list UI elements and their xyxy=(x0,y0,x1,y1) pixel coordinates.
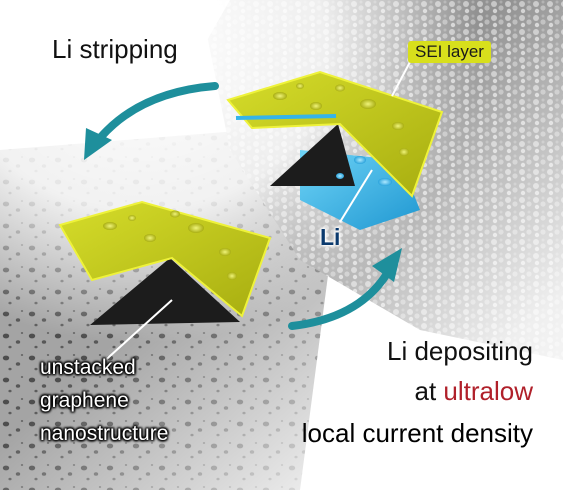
leader-line-li xyxy=(339,169,373,223)
lithiated-graphene-structure xyxy=(226,61,444,230)
sei-layer-upper xyxy=(226,70,444,198)
unstacked-label: unstacked xyxy=(40,356,136,379)
graphene-sheet-upper xyxy=(270,124,355,186)
li-label: Li xyxy=(320,224,341,250)
graphene-label: graphene xyxy=(40,389,129,412)
at-ultralow-label: at ultralow xyxy=(414,376,533,407)
stripping-arrow xyxy=(84,82,219,160)
ultralow-text: ultralow xyxy=(443,376,533,406)
local-current-density-label: local current density xyxy=(301,418,533,448)
sei-layer-label: SEI layer xyxy=(408,41,491,63)
li-depositing-label: Li depositing xyxy=(387,336,533,367)
nanostructure-label: nanostructure xyxy=(40,422,169,445)
li-stripping-label: Li stripping xyxy=(52,34,178,64)
leader-line-graphene xyxy=(99,299,173,366)
leader-line-sei xyxy=(391,61,411,97)
li-depositing-text: Li depositing xyxy=(387,336,533,366)
at-text: at xyxy=(414,376,437,406)
sei-layer-lower xyxy=(58,200,272,318)
bare-graphene-structure xyxy=(58,200,272,366)
depositing-arrow xyxy=(288,248,402,330)
graphene-sheet-lower xyxy=(90,258,240,325)
